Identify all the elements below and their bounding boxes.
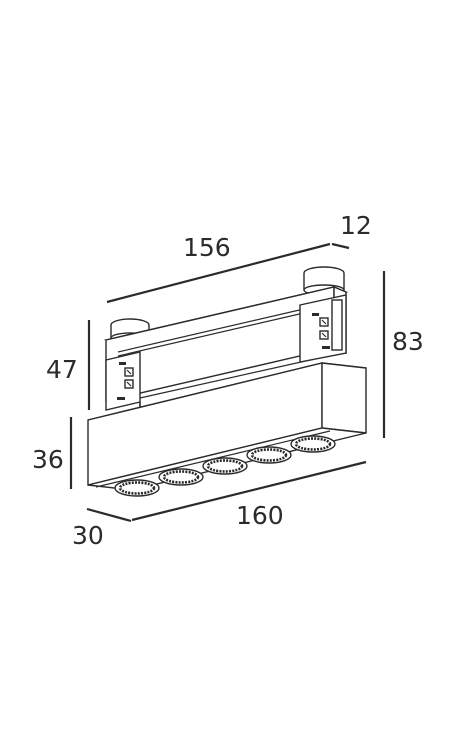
dim-line-body-depth [86,507,132,523]
right-contact-block [299,294,347,363]
label-body-depth: 30 [72,521,104,550]
lens-group [114,435,336,497]
dim-line-top-length [106,242,331,304]
label-top-depth: 12 [340,211,372,240]
label-adapter-height: 47 [46,355,78,384]
dim-line-body-length [131,460,367,522]
lens-inner-4 [250,448,288,462]
lens-inner-2 [162,470,200,484]
label-total-height: 83 [392,327,424,356]
lens-inner-1 [118,481,156,495]
track-adapter [103,266,349,411]
lens-inner-5 [294,437,332,451]
label-body-height: 36 [32,445,64,474]
label-body-length: 160 [236,501,284,530]
dimension-labels: 156 12 83 47 36 160 30 [32,211,424,550]
dimension-lines [69,242,386,523]
dim-line-top-depth [331,242,350,250]
lens-inner-3 [206,459,244,473]
body-end-face [321,362,367,434]
lamp-body [87,362,367,497]
left-contact-block [105,351,141,411]
label-top-length: 156 [183,233,231,262]
